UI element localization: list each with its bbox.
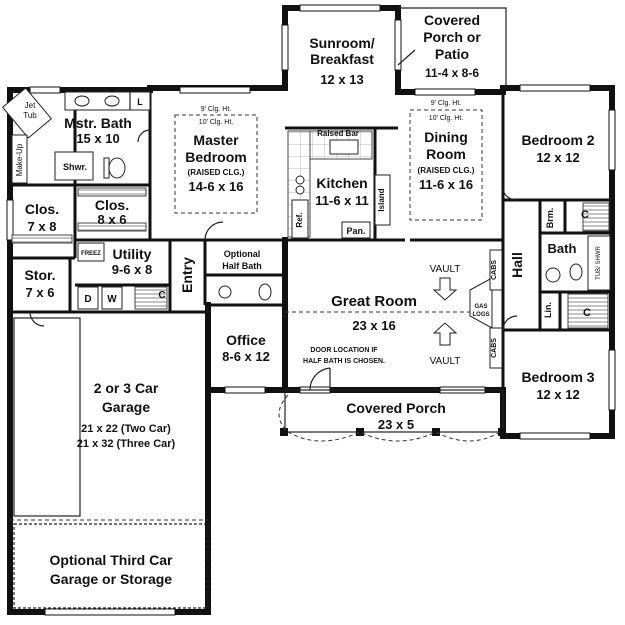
dining-room-size: 11-6 x 16: [419, 177, 473, 192]
linen-closet-label: Lin.: [543, 302, 553, 318]
sunroom-size: 12 x 13: [320, 72, 363, 87]
closet-c1-label: C: [581, 209, 589, 221]
makeup-label: Make-Up: [15, 143, 24, 176]
pantry-label: Pan.: [346, 226, 365, 236]
tub-shower-label: TUB/ SHWR: [596, 246, 602, 280]
dryer-label: D: [84, 294, 91, 305]
porch-patio-outline: [398, 7, 507, 88]
fixtures: [1, 49, 611, 609]
bedroom-2-size: 12 x 12: [536, 150, 579, 165]
washer-label: W: [107, 294, 117, 305]
storage-size: 7 x 6: [26, 285, 55, 300]
porch-patio-label-2: Porch or: [423, 29, 481, 45]
entry-label: Entry: [179, 257, 195, 293]
master-ceiling-1: 9' Clg. Ht.: [201, 106, 232, 113]
garage-label-1: 2 or 3 Car: [94, 380, 159, 396]
closet-1-label: Clos.: [25, 201, 59, 217]
cabinets-top-label: CABS: [491, 260, 498, 280]
master-bedroom-note: (RAISED CLG.): [188, 168, 245, 177]
cabinets-bottom-label: CABS: [491, 338, 498, 358]
dining-ceiling-2: 10' Clg. Ht.: [429, 115, 463, 122]
shower-label: Shwr.: [63, 162, 87, 172]
sunroom-label-2: Breakfast: [310, 51, 374, 67]
bedroom-3-label: Bedroom 3: [521, 369, 594, 385]
great-room-size: 23 x 16: [352, 318, 395, 333]
optional-half-bath-1: Optional: [224, 249, 261, 259]
master-bath-size: 15 x 10: [76, 131, 119, 146]
vault-bottom-label: VAULT: [430, 356, 461, 367]
great-room-label: Great Room: [331, 293, 417, 310]
master-bedroom-label-2: Bedroom: [185, 149, 246, 165]
closet-c2-label: C: [583, 307, 591, 319]
third-car-label-2: Garage or Storage: [50, 571, 172, 587]
porch-patio-label-3: Patio: [435, 46, 469, 62]
freezer-label: FREEZ: [81, 251, 101, 257]
utility-size: 9-6 x 8: [112, 262, 152, 277]
covered-porch-size: 23 x 5: [378, 417, 414, 432]
dining-room-label-1: Dining: [424, 129, 468, 145]
dining-room-label-2: Room: [426, 146, 466, 162]
closet-1-size: 7 x 8: [28, 219, 57, 234]
porch-patio-label-1: Covered: [424, 12, 480, 28]
bedroom-2-label: Bedroom 2: [521, 132, 594, 148]
optional-half-bath-2: Half Bath: [222, 261, 262, 271]
linen-l-label: L: [137, 97, 143, 107]
broom-closet-label: Brm.: [545, 208, 555, 229]
closet-c3-label: C: [158, 290, 165, 301]
gas-logs-label-2: LOGS: [472, 312, 489, 318]
master-bedroom-size: 14-6 x 16: [189, 179, 244, 194]
hall-label: Hall: [509, 252, 525, 278]
office-label: Office: [226, 332, 266, 348]
island-label: Island: [377, 188, 386, 211]
kitchen-label: Kitchen: [316, 175, 367, 191]
garage-size-1: 21 x 22 (Two Car): [81, 423, 171, 435]
covered-porch-label: Covered Porch: [346, 400, 446, 416]
raised-bar-label: Raised Bar: [317, 129, 359, 138]
gas-logs-label-1: GAS: [474, 304, 487, 310]
porch-patio-size: 11-4 x 8-6: [425, 66, 479, 80]
jet-tub-label-1: Jet: [25, 101, 36, 110]
kitchen-size: 11-6 x 11: [315, 193, 369, 208]
vault-top-label: VAULT: [430, 264, 461, 275]
office-size: 8-6 x 12: [222, 349, 270, 364]
third-car-label-1: Optional Third Car: [50, 552, 173, 568]
master-bedroom-label-1: Master: [193, 132, 239, 148]
bath-label: Bath: [548, 241, 577, 256]
jet-tub-label-2: Tub: [23, 111, 37, 120]
closet-2-size: 8 x 6: [98, 212, 127, 227]
door-note-1: DOOR LOCATION IF: [310, 347, 378, 354]
master-ceiling-2: 10' Clg. Ht.: [199, 119, 233, 126]
sunroom-label-1: Sunroom/: [309, 35, 374, 51]
door-note-2: HALF BATH IS CHOSEN.: [303, 358, 385, 365]
room-labels: Sunroom/ Breakfast 12 x 13 Covered Porch…: [15, 12, 602, 587]
closet-2-label: Clos.: [95, 197, 129, 213]
master-bath-label: Mstr. Bath: [64, 115, 132, 131]
garage-size-2: 21 x 32 (Three Car): [77, 438, 176, 450]
refrigerator-label: Ref.: [295, 212, 304, 227]
dining-room-note: (RAISED CLG.): [418, 166, 475, 175]
utility-label: Utility: [113, 246, 152, 262]
dining-ceiling-1: 9' Clg. Ht.: [431, 100, 462, 107]
bedroom-3-size: 12 x 12: [536, 387, 579, 402]
storage-label: Stor.: [24, 267, 55, 283]
garage-label-2: Garage: [102, 399, 150, 415]
